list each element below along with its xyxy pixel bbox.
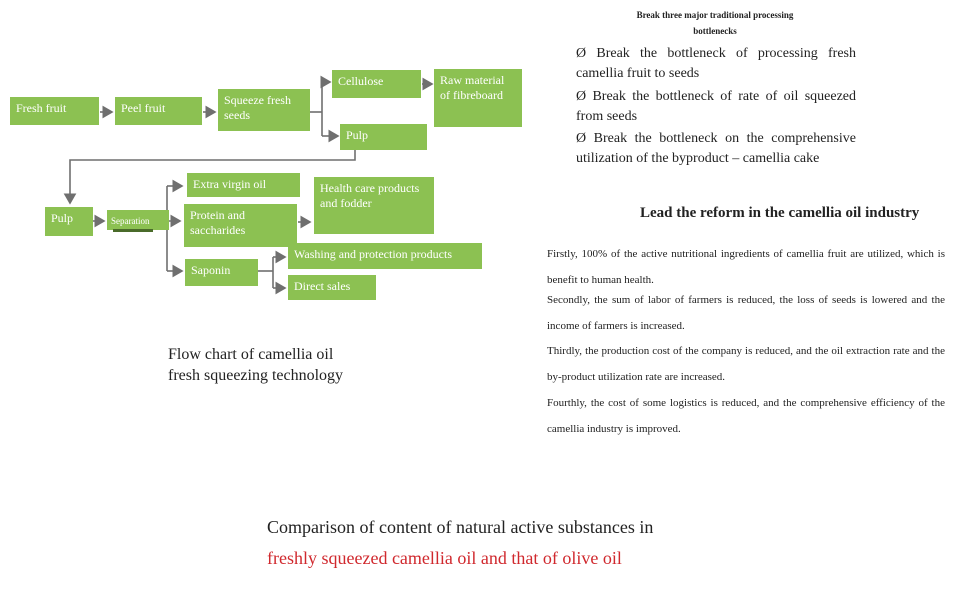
node-squeeze-seeds-label: Squeeze fresh seeds — [224, 93, 291, 122]
node-pulp-top-label: Pulp — [346, 128, 369, 142]
node-pulp-left-label: Pulp — [51, 211, 74, 225]
reform-paragraph: Secondly, the sum of labor of farmers is… — [547, 294, 945, 332]
node-cellulose-label: Cellulose — [338, 74, 384, 88]
node-peel-fruit-label: Peel fruit — [121, 101, 166, 115]
node-direct-sales-label: Direct sales — [294, 279, 351, 293]
node-separation: Separation — [107, 210, 169, 230]
node-health-care-label: Health care products and fodder — [320, 181, 420, 210]
separation-underline — [113, 229, 153, 232]
node-peel-fruit: Peel fruit — [115, 97, 202, 125]
node-washing-protection-label: Washing and protection products — [294, 247, 452, 261]
node-extra-virgin-oil: Extra virgin oil — [187, 173, 300, 197]
node-raw-material: Raw material of fibreboard — [434, 69, 522, 127]
bottleneck-item: Ø Break the bottleneck of rate of oil sq… — [576, 89, 856, 124]
bottlenecks-title: Break three major traditional processing… — [580, 7, 850, 39]
flowchart-caption-line1: Flow chart of camellia oil — [168, 346, 334, 363]
node-fresh-fruit-label: Fresh fruit — [16, 101, 67, 115]
node-saponin-label: Saponin — [191, 263, 231, 277]
node-squeeze-seeds: Squeeze fresh seeds — [218, 89, 310, 131]
node-pulp-left: Pulp — [45, 207, 93, 236]
node-raw-material-label: Raw material of fibreboard — [440, 73, 505, 102]
reform-paragraph: Thirdly, the production cost of the comp… — [547, 345, 945, 383]
node-saponin: Saponin — [185, 259, 258, 286]
node-health-care: Health care products and fodder — [314, 177, 434, 234]
node-cellulose: Cellulose — [332, 70, 421, 98]
arrow-pulp-loop — [63, 150, 356, 205]
reform-paragraph: Firstly, 100% of the active nutritional … — [547, 248, 945, 286]
flowchart-caption-line2: fresh squeezing technology — [168, 367, 344, 384]
node-protein-saccharides: Protein and saccharides — [184, 204, 297, 247]
node-extra-virgin-oil-label: Extra virgin oil — [193, 177, 267, 191]
node-pulp-top: Pulp — [340, 124, 427, 150]
node-direct-sales: Direct sales — [288, 275, 376, 300]
node-separation-label: Separation — [111, 216, 150, 226]
bottleneck-item: Ø Break the bottleneck of processing fre… — [576, 46, 856, 81]
comparison-heading: Comparison of content of natural active … — [267, 512, 787, 574]
node-protein-saccharides-label: Protein and saccharides — [190, 208, 246, 237]
reform-paragraph: Fourthly, the cost of some logistics is … — [547, 397, 945, 435]
bottlenecks-title-line1: Break three major traditional processing — [636, 10, 794, 20]
bottleneck-item: Ø Break the bottleneck on the comprehens… — [576, 131, 856, 166]
comparison-line1: Comparison of content of natural active … — [267, 517, 654, 537]
reform-title: Lead the reform in the camellia oil indu… — [640, 205, 920, 221]
bottlenecks-title-line2: bottlenecks — [693, 26, 737, 36]
flowchart-caption: Flow chart of camellia oil fresh squeezi… — [168, 344, 428, 386]
node-fresh-fruit: Fresh fruit — [10, 97, 99, 125]
comparison-line2: freshly squeezed camellia oil and that o… — [267, 548, 622, 568]
node-washing-protection: Washing and protection products — [288, 243, 482, 269]
